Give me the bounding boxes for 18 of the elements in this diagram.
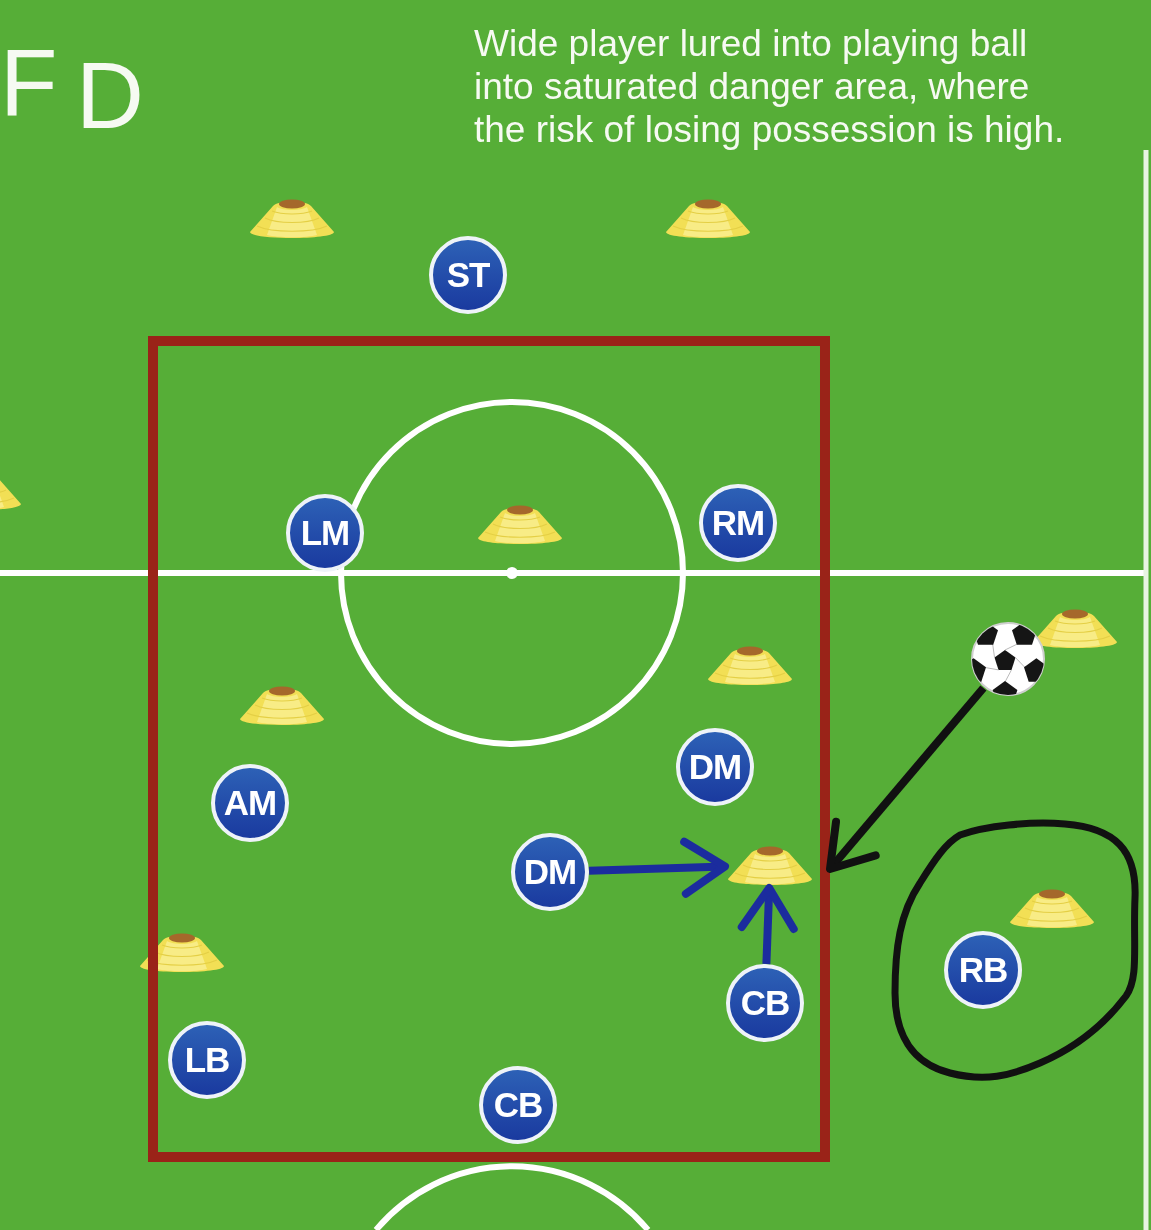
soccer-ball-icon [970, 621, 1046, 697]
zone-outline [148, 336, 830, 1162]
player-marker: ST [429, 236, 507, 314]
panel-letter: D [76, 49, 144, 143]
player-marker: DM [511, 833, 589, 911]
player-marker: CB [479, 1066, 557, 1144]
player-marker: DM [676, 728, 754, 806]
arrow [737, 884, 798, 965]
arrow [588, 837, 729, 898]
arrow [826, 685, 987, 873]
player-marker: RB [944, 931, 1022, 1009]
player-marker: CB [726, 964, 804, 1042]
player-marker: LB [168, 1021, 246, 1099]
player-marker: AM [211, 764, 289, 842]
player-marker: LM [286, 494, 364, 572]
note-text: Wide player lured into playing ball into saturated danger area, where the risk of losing possession is high. [474, 22, 1066, 151]
player-marker: RM [699, 484, 777, 562]
panel-letter: F [0, 36, 58, 130]
